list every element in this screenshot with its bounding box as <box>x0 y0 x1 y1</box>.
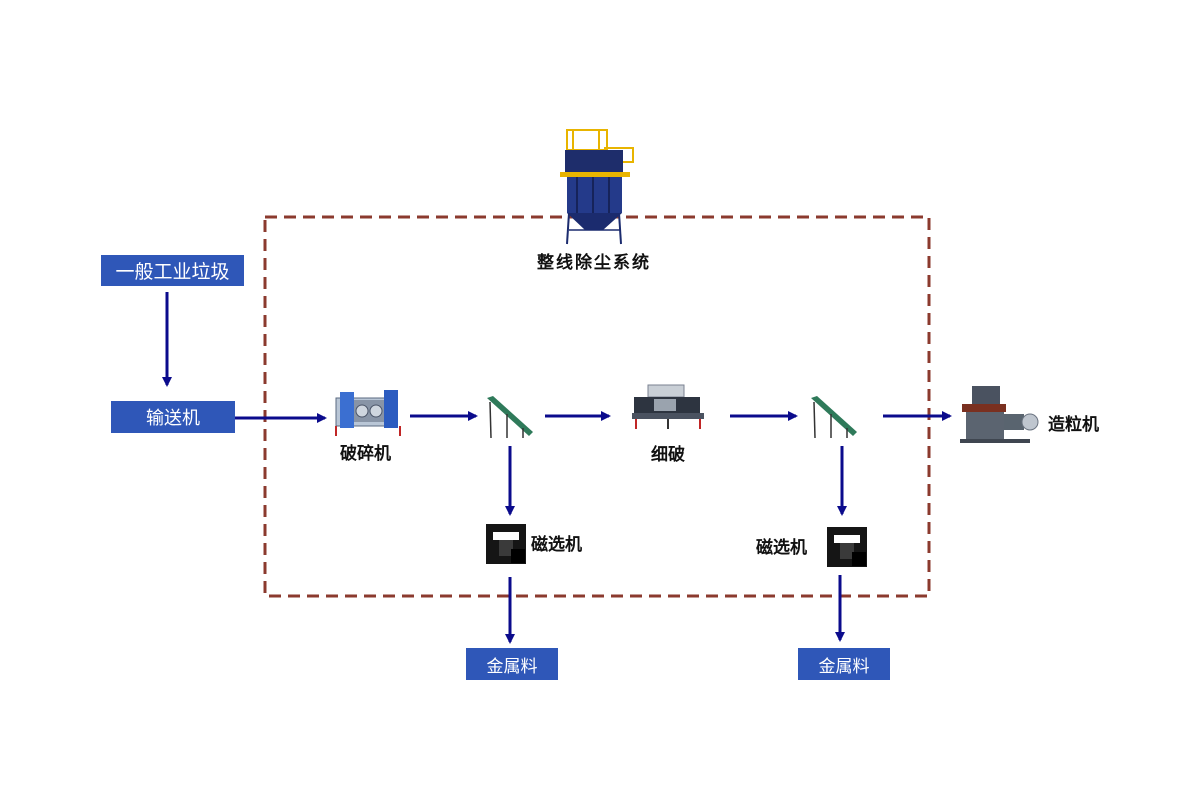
metal-box-right-label: 金属料 <box>818 656 870 677</box>
dust-system-label: 整线除尘系统 <box>537 253 651 273</box>
magnetic-separator-label-left: 磁选机 <box>531 535 582 555</box>
metal-box-right: 金属料 <box>798 648 890 680</box>
crusher-icon <box>335 390 401 436</box>
shredder-icon <box>632 384 704 429</box>
crusher-label: 破碎机 <box>340 444 391 464</box>
conveyor-box: 输送机 <box>111 401 235 433</box>
metal-box-left: 金属料 <box>466 648 558 680</box>
conveyor-box-label: 输送机 <box>146 408 200 429</box>
granulator-icon <box>960 386 1039 443</box>
source-box-label: 一般工业垃圾 <box>115 261 230 283</box>
magnetic-separator-icon-right <box>827 527 867 567</box>
fine-shred-label: 细破 <box>651 445 685 465</box>
belt-conveyor-icon-1 <box>487 396 533 439</box>
dust-collector-icon <box>560 129 634 245</box>
belt-conveyor-icon-2 <box>811 396 857 439</box>
metal-box-left-label: 金属料 <box>486 656 538 677</box>
magnetic-separator-label-right: 磁选机 <box>756 538 807 558</box>
source-box: 一般工业垃圾 <box>101 255 244 286</box>
magnetic-separator-icon-left <box>486 524 526 564</box>
granulator-label: 造粒机 <box>1048 415 1099 435</box>
